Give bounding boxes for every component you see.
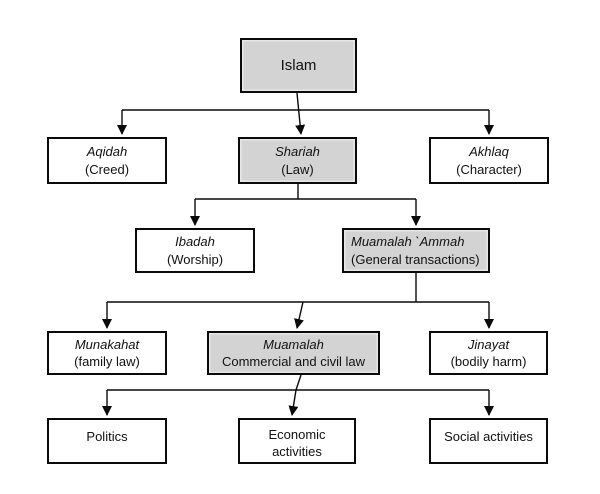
node-muamalah-ammah: Muamalah `Ammah (General transactions): [342, 228, 490, 273]
node-ibadah-gloss: (Worship): [166, 251, 224, 267]
node-politics-label: Politics: [86, 429, 128, 444]
node-aqidah: Aqidah (Creed): [47, 137, 167, 184]
node-politics: Politics: [47, 418, 167, 464]
node-shariah-gloss: (Law): [281, 161, 314, 177]
node-munakahat-term: Munakahat: [74, 336, 140, 352]
node-munakahat-gloss: (family law): [74, 354, 140, 369]
node-muamalah-term: Muamalah: [263, 336, 324, 352]
node-aqidah-gloss: (Creed): [84, 161, 130, 177]
connector-muamalah-children: [102, 374, 494, 416]
connector-ammah-children: [102, 273, 494, 329]
node-aqidah-term: Aqidah: [86, 144, 128, 160]
node-ibadah-term: Ibadah: [175, 234, 215, 250]
node-jinayat-gloss: (bodily harm): [450, 354, 527, 369]
node-munakahat: Munakahat (family law): [47, 331, 167, 375]
node-jinayat-term: Jinayat: [467, 336, 510, 352]
node-muamalah-ammah-gloss: (General transactions): [351, 251, 480, 267]
node-social-activities: Social activities: [429, 418, 548, 464]
node-shariah: Shariah (Law): [238, 137, 357, 184]
node-ibadah: Ibadah (Worship): [135, 228, 255, 273]
node-akhlaq-gloss: (Character): [456, 161, 522, 177]
node-economic-activities-label: Economic activities: [268, 427, 326, 460]
node-social-activities-label: Social activities: [444, 429, 533, 444]
node-shariah-term: Shariah: [275, 144, 320, 160]
node-muamalah-gloss: Commercial and civil law: [221, 354, 366, 369]
node-islam-label: Islam: [280, 56, 317, 74]
node-jinayat: Jinayat (bodily harm): [429, 331, 548, 375]
node-akhlaq-term: Akhlaq: [469, 144, 509, 160]
node-islam: Islam: [240, 38, 357, 93]
node-economic-activities: Economic activities: [238, 418, 356, 464]
node-muamalah: Muamalah Commercial and civil law: [207, 331, 380, 375]
node-akhlaq: Akhlaq (Character): [429, 137, 549, 184]
node-muamalah-ammah-term: Muamalah `Ammah: [351, 234, 465, 250]
connector-shariah-children: [190, 184, 421, 226]
connector-islam-children: [117, 92, 494, 135]
